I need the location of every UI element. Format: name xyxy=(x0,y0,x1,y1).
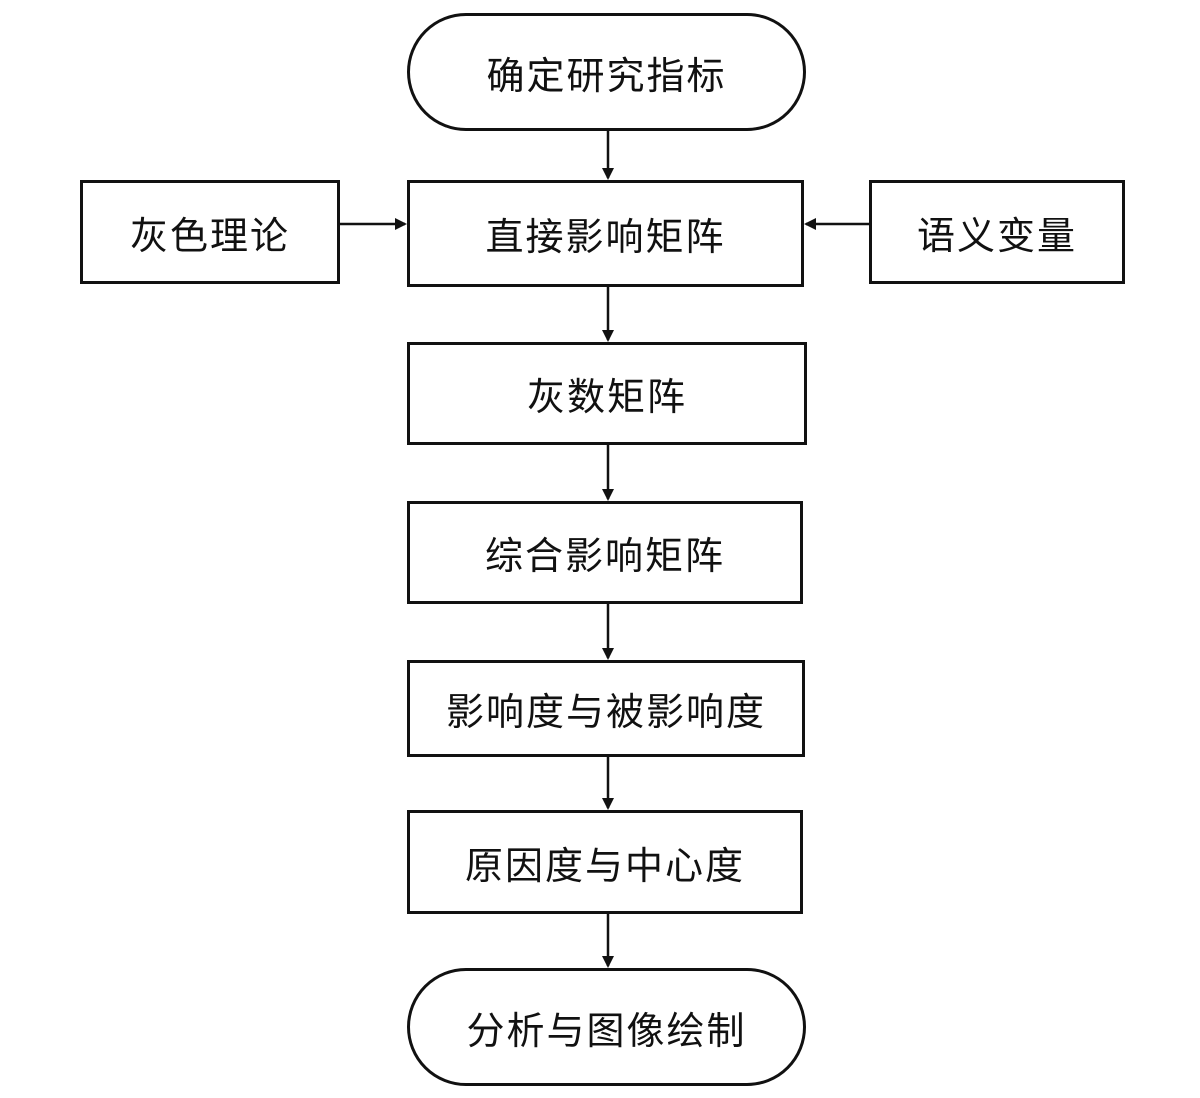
grey-theory-box: 灰色理论 xyxy=(80,180,340,284)
influence-degree-box: 影响度与被影响度 xyxy=(407,660,805,757)
total-matrix-label: 综合影响矩阵 xyxy=(484,534,725,578)
cause-center-box: 原因度与中心度 xyxy=(407,810,803,914)
grey-theory-label: 灰色理论 xyxy=(129,213,290,258)
direct-matrix-box: 直接影响矩阵 xyxy=(407,180,804,287)
grey-matrix-box: 灰数矩阵 xyxy=(407,342,807,445)
start-terminal: 确定研究指标 xyxy=(407,13,806,131)
direct-matrix-label: 直接影响矩阵 xyxy=(485,215,726,259)
end-label: 分析与图像绘制 xyxy=(466,1008,747,1053)
semantic-variable-label: 语义变量 xyxy=(916,213,1077,258)
total-matrix-box: 综合影响矩阵 xyxy=(407,501,803,604)
influence-degree-label: 影响度与被影响度 xyxy=(445,690,766,734)
semantic-variable-box: 语义变量 xyxy=(869,180,1125,284)
end-terminal: 分析与图像绘制 xyxy=(407,968,806,1086)
cause-center-label: 原因度与中心度 xyxy=(464,843,745,888)
grey-matrix-label: 灰数矩阵 xyxy=(526,375,687,419)
start-label: 确定研究指标 xyxy=(486,53,727,98)
